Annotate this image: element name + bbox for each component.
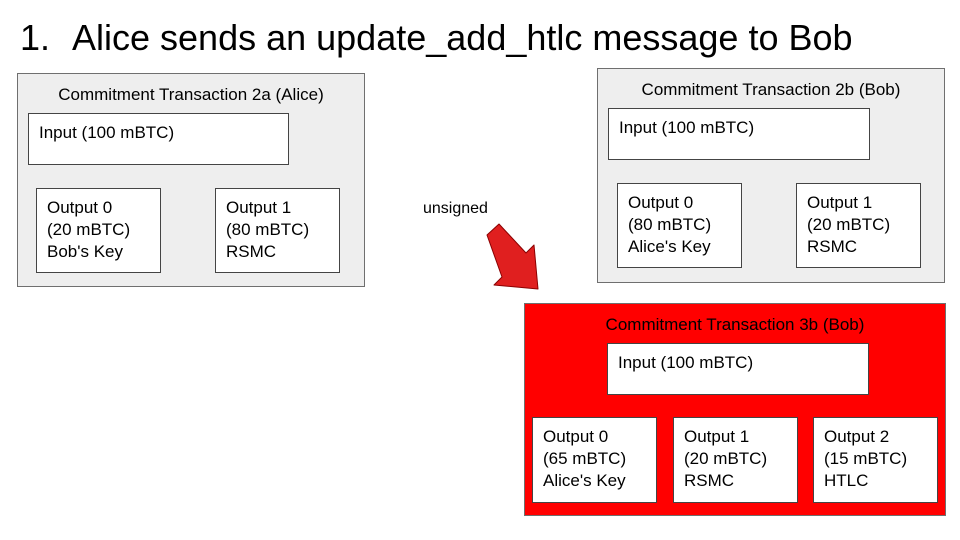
output-label: Output 2 (824, 427, 890, 446)
output-script: Alice's Key (628, 237, 711, 256)
output-script: RSMC (807, 237, 858, 256)
output-amount: (15 mBTC) (824, 449, 908, 468)
commitment-tx-2b: Commitment Transaction 2b (Bob) Input (1… (597, 68, 945, 283)
tx-2b-input: Input (100 mBTC) (608, 108, 870, 160)
output-script: RSMC (684, 471, 735, 490)
tx-3b-output-1: Output 1 (20 mBTC) RSMC (673, 417, 798, 503)
output-amount: (20 mBTC) (807, 215, 891, 234)
slide-title: 1. Alice sends an update_add_htlc message… (20, 14, 853, 62)
output-amount: (80 mBTC) (226, 220, 310, 239)
step-number: 1. (20, 17, 51, 58)
tx-2b-output-0: Output 0 (80 mBTC) Alice's Key (617, 183, 742, 268)
tx-2b-output-1: Output 1 (20 mBTC) RSMC (796, 183, 921, 268)
output-amount: (20 mBTC) (47, 220, 131, 239)
output-label: Output 1 (684, 427, 750, 446)
output-label: Output 0 (47, 198, 113, 217)
output-label: Output 0 (543, 427, 609, 446)
output-script: Alice's Key (543, 471, 626, 490)
commitment-tx-2a: Commitment Transaction 2a (Alice) Input … (17, 73, 365, 287)
output-script: Bob's Key (47, 242, 124, 261)
input-label: Input (100 mBTC) (39, 123, 175, 142)
output-amount: (80 mBTC) (628, 215, 712, 234)
output-script: RSMC (226, 242, 277, 261)
tx-2a-input: Input (100 mBTC) (28, 113, 289, 165)
output-label: Output 1 (807, 193, 873, 212)
input-label: Input (100 mBTC) (618, 353, 754, 372)
output-amount: (65 mBTC) (543, 449, 627, 468)
output-label: Output 1 (226, 198, 292, 217)
tx-2a-output-1: Output 1 (80 mBTC) RSMC (215, 188, 340, 273)
arrow-down-right-icon (486, 223, 539, 290)
tx-3b-title: Commitment Transaction 3b (Bob) (605, 315, 865, 334)
tx-3b-input: Input (100 mBTC) (607, 343, 869, 395)
unsigned-label: unsigned (423, 200, 488, 217)
input-label: Input (100 mBTC) (619, 118, 755, 137)
tx-2a-title: Commitment Transaction 2a (Alice) (58, 85, 324, 104)
tx-2b-title: Commitment Transaction 2b (Bob) (641, 80, 901, 99)
tx-3b-output-2: Output 2 (15 mBTC) HTLC (813, 417, 938, 503)
output-label: Output 0 (628, 193, 694, 212)
output-amount: (20 mBTC) (684, 449, 768, 468)
title-text: Alice sends an update_add_htlc message t… (72, 17, 853, 58)
tx-2a-output-0: Output 0 (20 mBTC) Bob's Key (36, 188, 161, 273)
tx-3b-output-0: Output 0 (65 mBTC) Alice's Key (532, 417, 657, 503)
commitment-tx-3b: Commitment Transaction 3b (Bob) Input (1… (524, 303, 946, 516)
output-script: HTLC (824, 471, 869, 490)
